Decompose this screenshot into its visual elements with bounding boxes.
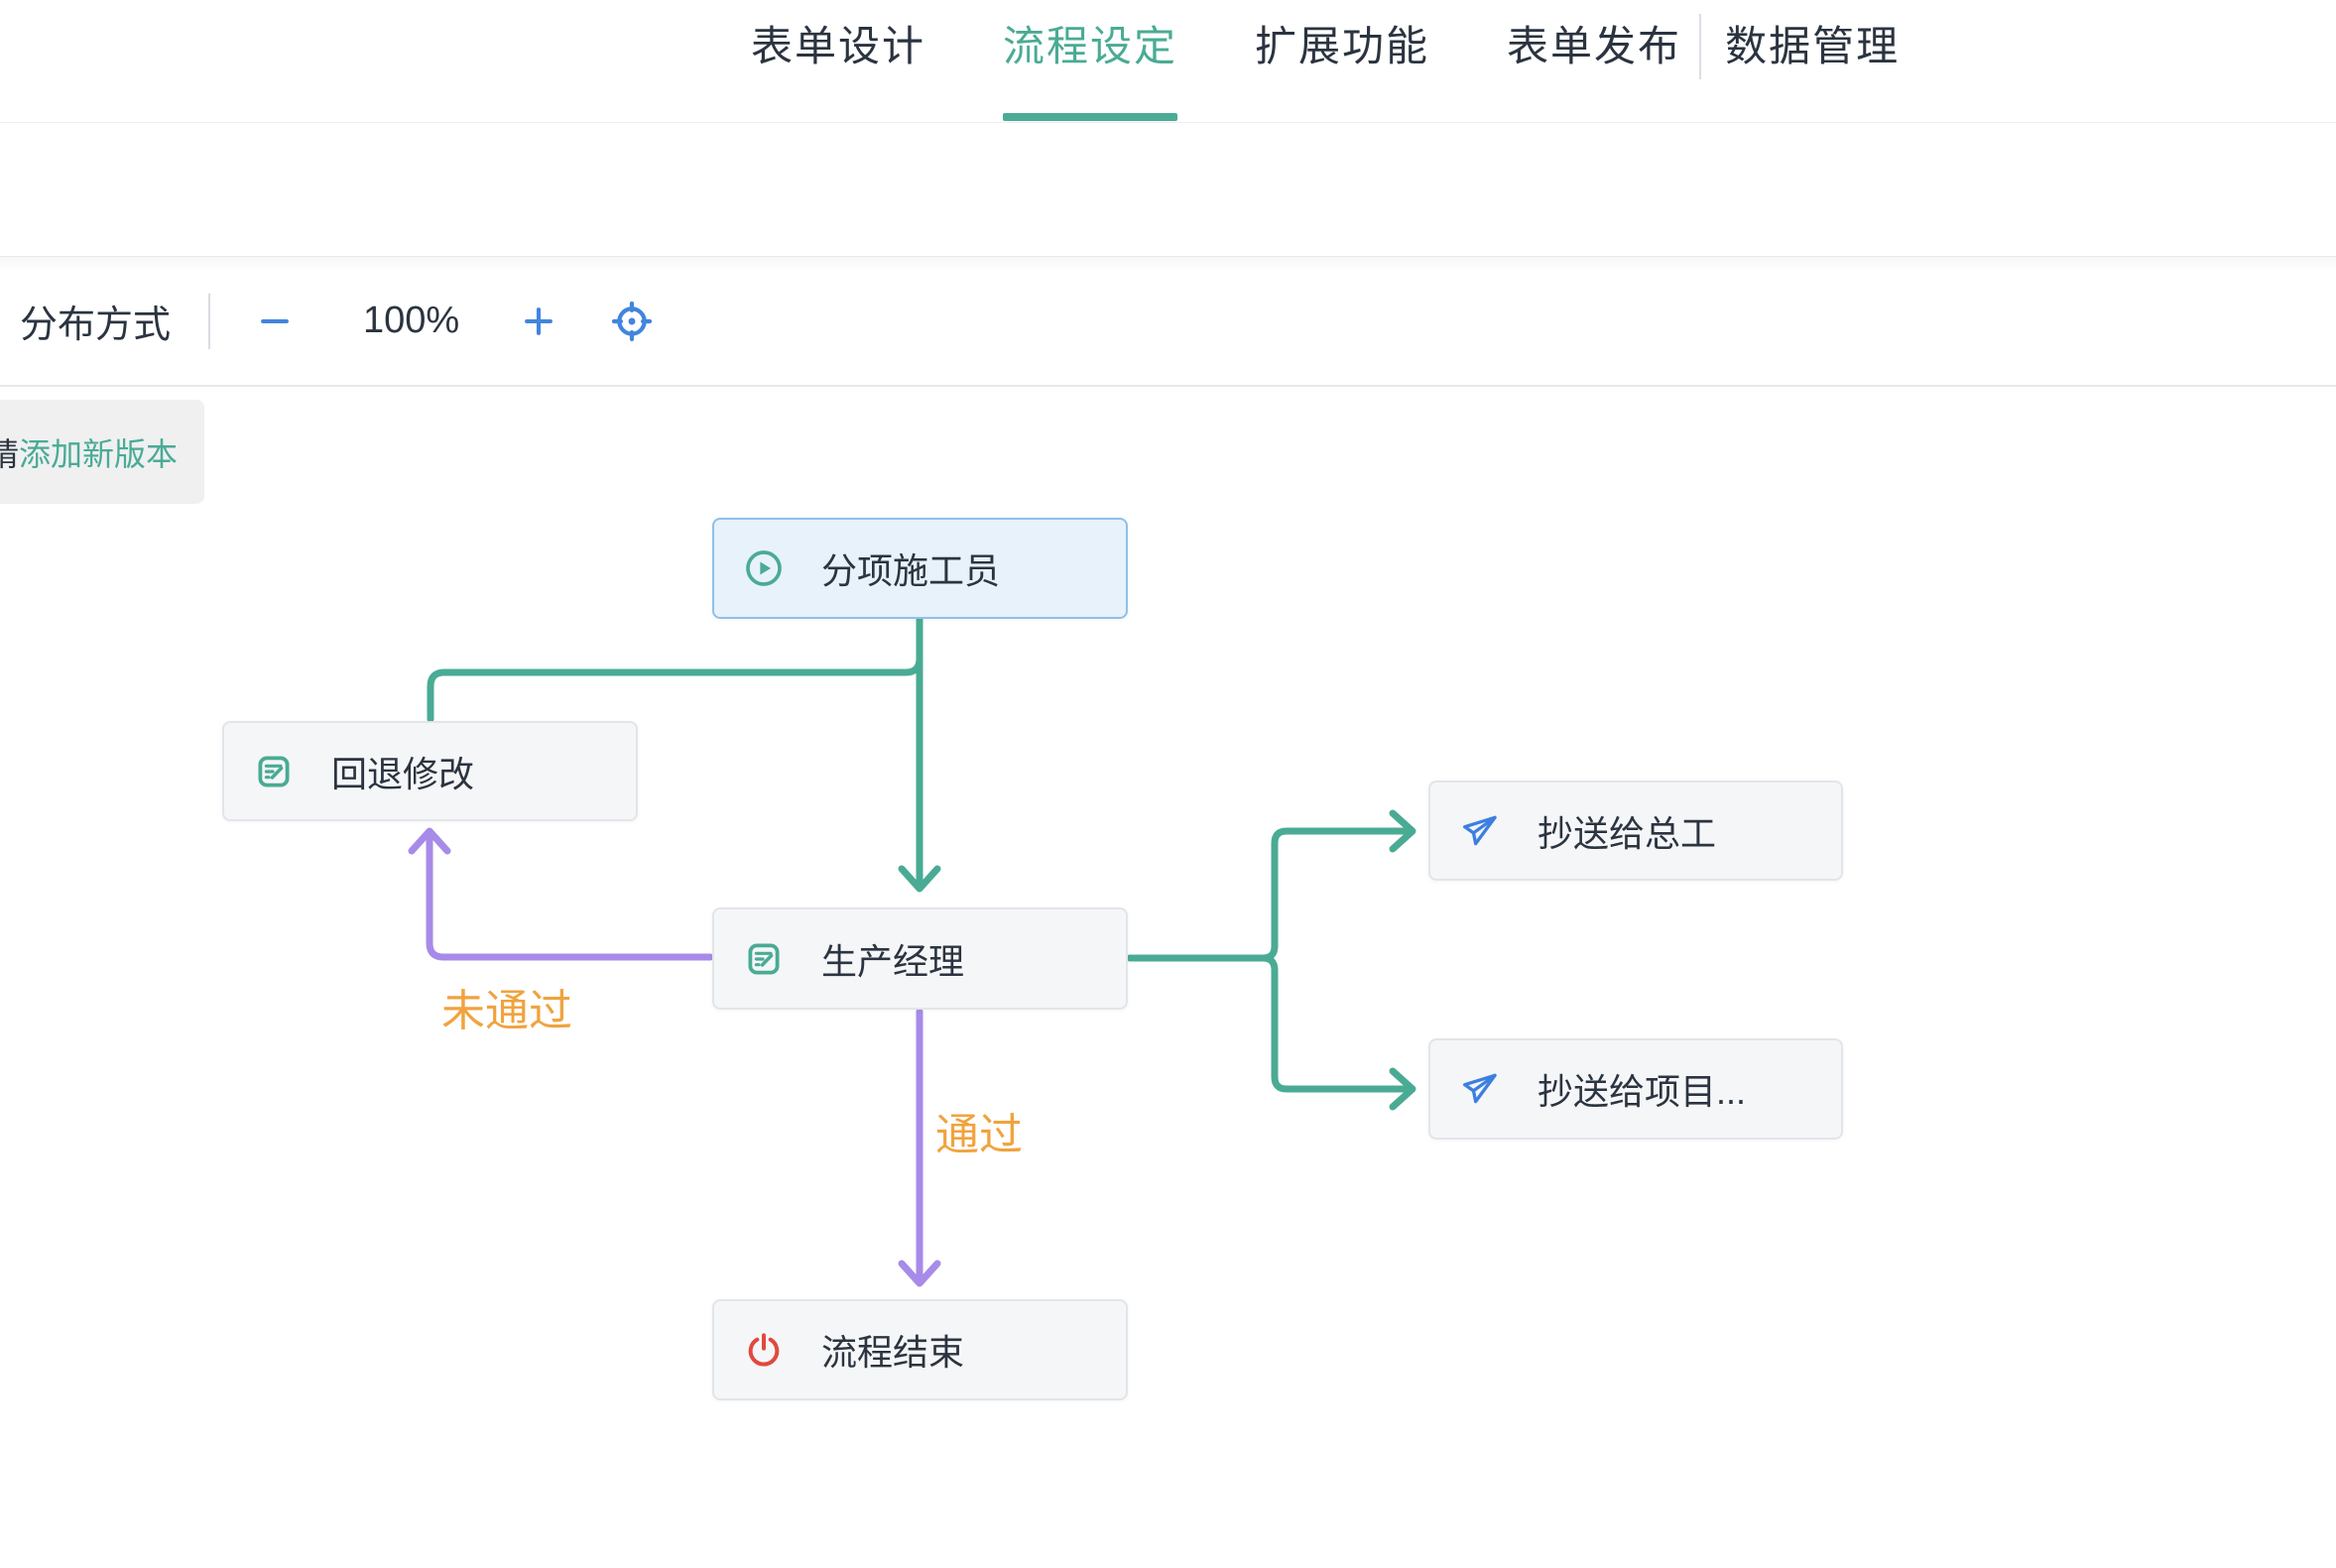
- zoom-out-button[interactable]: [256, 302, 294, 340]
- canvas-toolbar: 分布方式 100%: [0, 256, 2336, 387]
- tab-data-management[interactable]: 数据管理: [1725, 23, 1901, 69]
- node-label: 生产经理: [821, 940, 965, 982]
- top-nav-bar: 表单设计 流程设定 扩展功能 表单发布 数据管理: [0, 0, 2336, 123]
- node-label: 回退修改: [331, 753, 475, 794]
- edge-start-to-rollback[interactable]: [427, 655, 923, 723]
- node-cc-chief[interactable]: 抄送给总工: [1428, 781, 1843, 881]
- node-start[interactable]: 分项施工员: [712, 518, 1128, 619]
- power-icon: [744, 1330, 784, 1370]
- edge-manager-to-end[interactable]: [898, 1008, 941, 1287]
- plus-icon: [525, 306, 553, 335]
- zoom-level-value: 100%: [363, 300, 460, 341]
- active-tab-underline: [1003, 113, 1178, 121]
- tab-form-design[interactable]: 表单设计: [751, 23, 926, 69]
- edge-label-rejected: 未通过: [441, 987, 572, 1035]
- version-banner-text: 请: [0, 435, 19, 472]
- node-manager[interactable]: 生产经理: [712, 907, 1128, 1010]
- add-version-banner: 请添加新版本: [0, 400, 204, 504]
- node-rollback[interactable]: 回退修改: [222, 721, 638, 821]
- paper-plane-icon: [1460, 811, 1500, 851]
- play-icon: [744, 548, 784, 588]
- edges-layer: [408, 615, 1416, 1287]
- crosshair-locate-icon: [611, 301, 653, 341]
- minus-icon: [261, 318, 289, 323]
- document-edit-icon: [254, 752, 294, 791]
- node-cc-project[interactable]: 抄送给项目...: [1428, 1038, 1843, 1140]
- node-label: 抄送给项目...: [1537, 1071, 1747, 1112]
- toolbar-divider: [208, 293, 211, 349]
- node-end[interactable]: 流程结束: [712, 1299, 1128, 1400]
- node-label: 流程结束: [821, 1332, 965, 1373]
- edge-manager-to-cc-chief[interactable]: [1126, 809, 1416, 962]
- nav-divider: [1699, 14, 1702, 79]
- edge-manager-to-cc-project[interactable]: [1259, 954, 1416, 1111]
- tab-process-setting[interactable]: 流程设定: [1003, 0, 1178, 123]
- layout-mode-button[interactable]: 分布方式: [20, 304, 172, 346]
- paper-plane-icon: [1460, 1069, 1500, 1109]
- tab-process-setting-label: 流程设定: [1003, 23, 1178, 69]
- node-label: 抄送给总工: [1537, 812, 1717, 854]
- fit-view-button[interactable]: [609, 299, 655, 344]
- node-label: 分项施工员: [821, 550, 1001, 591]
- flow-canvas[interactable]: 请添加新版本 分项施工员 回退修改: [0, 388, 2336, 1568]
- add-new-version-link[interactable]: 添加新版本: [19, 435, 179, 472]
- tab-form-publish[interactable]: 表单发布: [1507, 23, 1682, 69]
- edge-label-approved: 通过: [935, 1111, 1023, 1159]
- document-edit-icon: [744, 939, 784, 979]
- zoom-in-button[interactable]: [520, 302, 557, 340]
- edge-manager-to-rollback[interactable]: [408, 827, 714, 961]
- nav-tabs: 表单设计 流程设定 扩展功能 表单发布 数据管理: [751, 0, 1900, 123]
- tab-extended-features[interactable]: 扩展功能: [1255, 23, 1430, 69]
